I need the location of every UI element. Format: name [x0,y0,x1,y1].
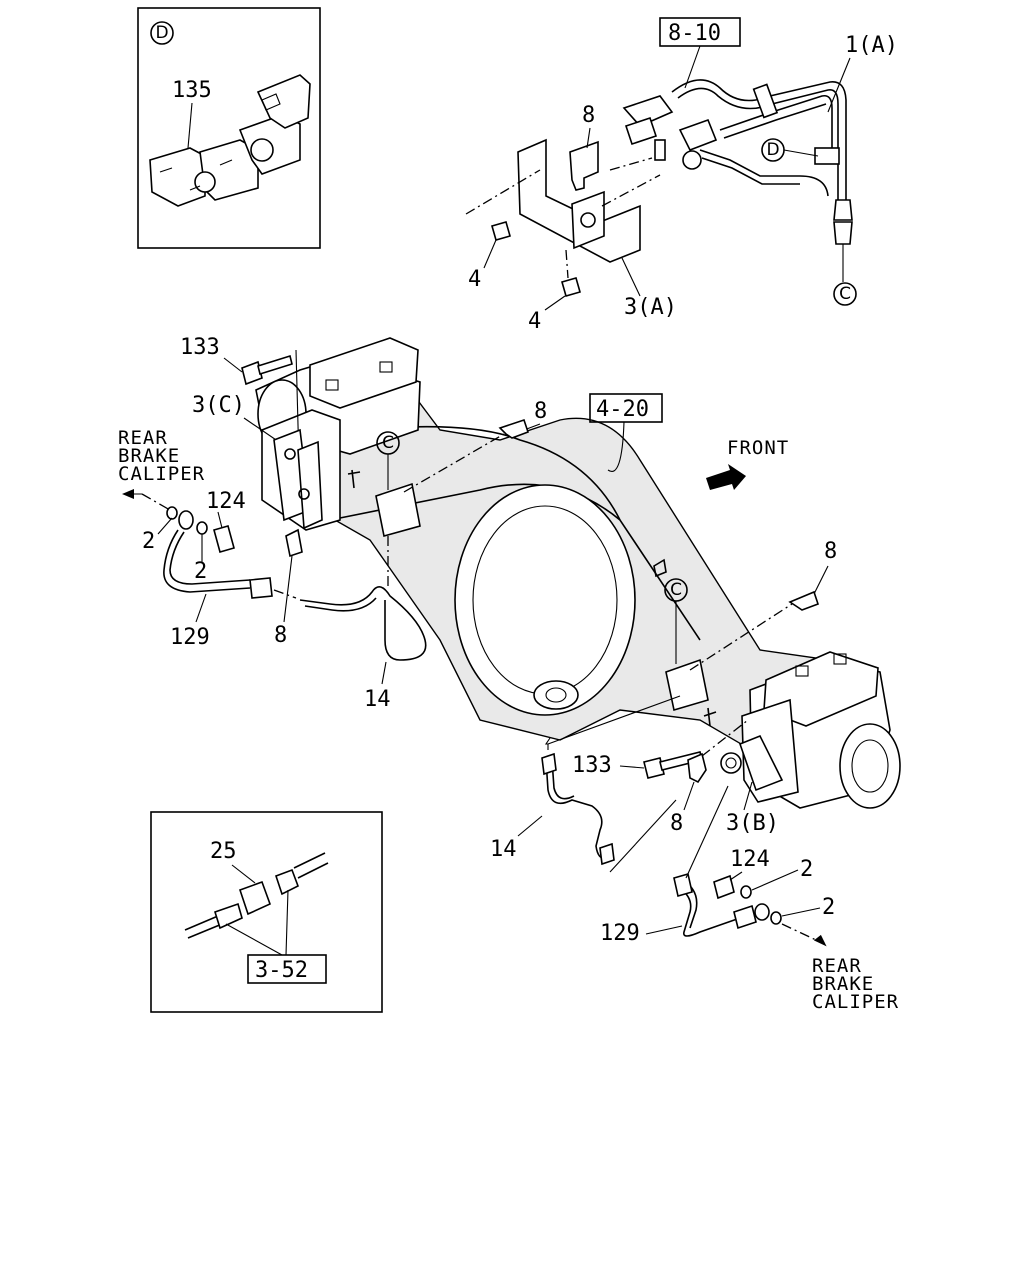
ref-3-52: 3-52 [255,958,308,983]
ref-8-10: 8-10 [668,21,721,46]
marker-c-axle-left: C [382,433,394,453]
label-part-2-right-b: 2 [822,895,835,920]
label-part-4-top: 4 [468,267,481,292]
label-part-2-left-b: 2 [194,559,207,584]
marker-c-axle-mid: C [670,580,682,600]
front-arrow-icon [706,464,746,490]
right-brake-parts: 8 C 133 8 3(B) 14 129 [490,539,899,1013]
label-part-8-mid: 8 [534,399,547,424]
rear-brake-right-line1: REAR [812,955,862,977]
label-part-8-lower: 8 [670,811,683,836]
label-part-4-bottom: 4 [528,309,541,334]
inset-d-box: D 135 [137,7,321,249]
union-drawing [184,852,329,939]
left-brake-parts: 133 3(C) REAR BRAKE CALIPER 124 2 2 129 [118,335,547,712]
inset-d-marker: D [155,23,168,43]
label-part-129-right: 129 [600,921,640,946]
front-label: FRONT [727,437,789,459]
label-part-25: 25 [210,839,237,864]
rear-brake-left-line3: CALIPER [118,463,205,485]
marker-d-pipe: D [766,140,779,160]
rear-brake-right-line2: BRAKE [812,973,874,995]
ref-box-3-52 [247,954,327,984]
label-part-8-left: 8 [274,623,287,648]
differential-cover [454,484,636,716]
label-part-135: 135 [172,78,212,103]
label-part-14-left: 14 [364,687,391,712]
rear-brake-right-line3: CALIPER [812,991,899,1013]
label-part-3a: 3(A) [624,295,677,320]
arrow-right-icon [813,934,827,947]
label-part-2-left-a: 2 [142,529,155,554]
inset-union-box: 25 3-52 [150,811,383,1013]
clip-135-drawing [149,74,311,207]
upper-bracket-assembly: 8-10 1(A) C D 8 [465,17,898,334]
rear-brake-left-line1: REAR [118,427,168,449]
label-part-2-right-a: 2 [800,857,813,882]
label-part-133-right: 133 [572,753,612,778]
label-part-1a: 1(A) [845,33,898,58]
ref-4-20: 4-20 [596,397,649,422]
marker-c-pipe: C [839,284,851,304]
rear-brake-left-line2: BRAKE [118,445,180,467]
label-part-3b: 3(B) [726,811,779,836]
label-part-124-left: 124 [206,489,246,514]
label-part-129-left: 129 [170,625,210,650]
ref-box-4-20 [589,393,663,423]
label-part-14-right: 14 [490,837,517,862]
arrow-left-icon [122,489,134,499]
label-part-8-mid-right: 8 [824,539,837,564]
label-part-124-right: 124 [730,847,770,872]
rear-axle [255,337,901,809]
label-part-133-left: 133 [180,335,220,360]
label-part-8-top: 8 [582,103,595,128]
label-part-3c: 3(C) [192,393,245,418]
